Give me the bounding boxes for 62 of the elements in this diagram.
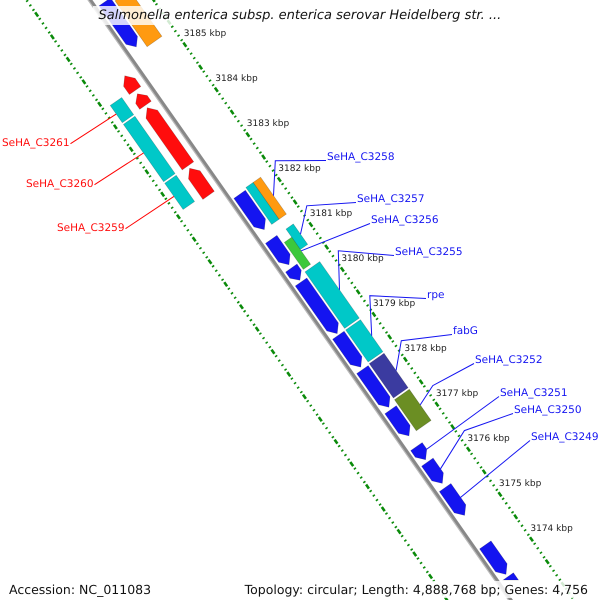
gene-label: SeHA_C3256 <box>371 214 439 226</box>
gene-feature <box>286 223 308 250</box>
gene-feature <box>304 261 360 329</box>
gene-feature <box>110 97 134 124</box>
gene-feature <box>123 75 142 95</box>
scale-label: 3174 kbp <box>530 524 573 535</box>
leader-line <box>70 114 117 144</box>
gene-label: SeHA_C3250 <box>514 404 582 416</box>
scale-label: 3175 kbp <box>498 478 542 490</box>
scale-label: 3183 kbp <box>246 118 290 130</box>
gene-feature <box>135 93 152 110</box>
gene-label: SeHA_C3257 <box>357 192 425 206</box>
leader-line <box>426 396 500 450</box>
gene-feature <box>394 388 432 432</box>
gene-label: fabG <box>453 324 478 338</box>
gene-label: SeHA_C3260 <box>26 178 94 190</box>
gene-label: SeHA_C3258 <box>327 150 395 164</box>
scale-label: 3176 kbp <box>467 434 510 445</box>
leader-line <box>338 250 394 290</box>
gene-label: rpe <box>427 288 444 302</box>
gene-label: SeHA_C3251 <box>500 386 568 400</box>
leader-line <box>300 202 356 235</box>
gene-feature <box>356 365 390 408</box>
scale-label: 3184 kbp <box>215 74 258 85</box>
gene-feature <box>164 174 196 210</box>
scale-label: 3181 kbp <box>310 208 352 220</box>
gene-feature <box>146 107 194 170</box>
gene-label: SeHA_C3249 <box>531 430 599 444</box>
gene-label: SeHA_C3255 <box>395 246 463 258</box>
gene-feature <box>285 264 302 281</box>
leader-line <box>125 196 174 230</box>
gene-feature <box>233 190 266 230</box>
gene-feature <box>122 116 176 182</box>
gene-feature <box>284 236 312 270</box>
leader-line <box>300 223 370 252</box>
scale-label: 3179 kbp <box>372 298 416 310</box>
leader-line <box>440 413 514 470</box>
gene-label: SeHA_C3259 <box>57 222 125 234</box>
scale-label: 3185 kbp <box>184 28 226 40</box>
gene-feature <box>252 176 287 220</box>
gene-feature <box>345 319 384 362</box>
leader-line <box>396 334 452 371</box>
scale-label: 3177 kbp <box>436 388 478 400</box>
gene-feature <box>368 352 409 398</box>
gene-feature <box>479 540 508 575</box>
gene-feature <box>188 168 215 200</box>
gene-feature <box>332 330 362 368</box>
gene-feature <box>245 182 280 225</box>
leader-line <box>273 160 326 196</box>
gene-label: SeHA_C3261 <box>2 136 70 150</box>
gene-feature <box>265 234 290 266</box>
gene-feature <box>421 458 444 484</box>
gene-feature <box>410 442 428 460</box>
scale-label: 3178 kbp <box>404 344 447 355</box>
scale-label: 3180 kbp <box>341 254 384 265</box>
gene-label: SeHA_C3252 <box>475 354 543 366</box>
gene-feature <box>384 405 410 436</box>
scale-label: 3182 kbp <box>278 164 321 175</box>
leader-line <box>460 440 530 498</box>
leader-line <box>420 363 474 406</box>
gene-feature <box>438 483 466 516</box>
gene-feature <box>294 278 339 334</box>
